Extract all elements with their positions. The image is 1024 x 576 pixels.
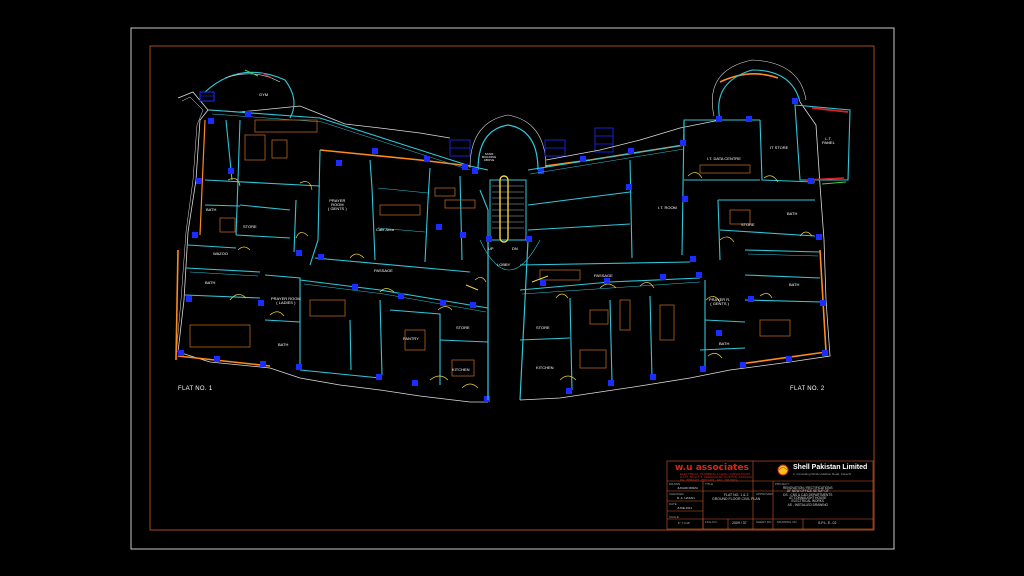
room-it-data-centre: I.T. DATA CENTRE — [707, 156, 741, 161]
date-label: DATE — [669, 502, 677, 506]
title-block — [666, 460, 874, 530]
title-label: TITLE — [705, 482, 714, 486]
flat-2-label: FLAT NO. 2 — [790, 386, 825, 392]
room-passage-left: PASSAGE — [374, 268, 393, 273]
room-bath-right-mid: BATH — [789, 282, 800, 287]
consultant-line-1: ELECTRICAL, PLUMBING & HVAC CONSULTANTS — [680, 472, 751, 476]
project-value: RENOVATION / RECTIFICATIONS OF NEW OFFIC… — [783, 486, 833, 507]
lift-dn-label: DN — [512, 246, 518, 251]
client-sub: 2, Consulting Winds Addition Road, Karac… — [793, 472, 852, 476]
room-lt-panel: L.T. PANEL — [822, 136, 835, 145]
left-wing — [175, 69, 490, 403]
drawing-value: S.P.L. E- 02 — [818, 521, 837, 525]
inner-border — [149, 45, 875, 531]
approved-label: APPROVED — [756, 492, 773, 496]
room-bath-left-top: BATH — [206, 207, 217, 212]
consultant-line-3: PH: 35863476, 35871403 - FAX: 35826954 — [680, 478, 738, 482]
lift-up-label: UP — [488, 246, 494, 251]
room-kitchen-left: KITCHEN — [452, 367, 470, 372]
room-bath-left-low: BATH — [278, 342, 289, 347]
room-passage-right: PASSAGE — [594, 273, 613, 278]
checked-value: R. A. HASAN — [677, 496, 695, 500]
room-store-center-left: STORE — [456, 325, 470, 330]
drawn-value: JUNAID MIRZA — [677, 486, 698, 490]
right-wing — [519, 59, 851, 401]
room-store-left: STORE — [243, 224, 257, 229]
outer-border — [130, 27, 895, 550]
room-kitchen-right: KITCHEN — [536, 365, 554, 370]
file-label: FILE NO. — [705, 520, 718, 524]
scale-label: SCALE — [669, 515, 679, 519]
room-store-right: STORE — [741, 222, 755, 227]
drawing-label: DRAWING NO. — [777, 520, 798, 524]
flat-1-label: FLAT NO. 1 — [178, 386, 213, 392]
room-gym: GYM — [259, 92, 269, 97]
central-lobby — [449, 114, 614, 401]
sheet-label: SHEET NO. — [756, 520, 773, 524]
drawn-label: DRAWN — [669, 482, 681, 486]
room-bath-right-low: BATH — [719, 341, 730, 346]
consultant-line-2: A-175, BLOCK 5, KEHKASHAN, CLIFTON, KARA… — [680, 475, 752, 479]
project-label: PROJECT — [775, 482, 790, 486]
date-value: JUNE 2011 — [677, 506, 693, 510]
room-wazoo: WAZOO — [213, 251, 228, 256]
room-prayer-ladies: PRAYER ROOM ( LADIES ) — [271, 296, 301, 305]
title-value: FLAT NO. 1 & 2 GROUND FLOOR CIVIL PLAN — [712, 493, 761, 501]
consultant-logo: w.u associates — [675, 463, 749, 473]
stair-label: STAIR BUILDING ABOVE — [482, 152, 497, 162]
room-pantry: PANTRY — [403, 336, 419, 341]
scale-value: 1" = 1'-0" — [678, 521, 691, 525]
shell-logo-icon — [777, 464, 789, 476]
client-name: Shell Pakistan Limited — [793, 464, 868, 471]
room-bath-right-top: BATH — [787, 211, 798, 216]
room-cafe: Cafe Area — [376, 227, 394, 232]
room-it-store: IT STORE — [770, 145, 789, 150]
file-value: 2009 / 37 — [732, 521, 747, 525]
room-it-room: I.T. ROOM — [658, 205, 677, 210]
checked-label: CHECKED — [669, 492, 684, 496]
room-store-center-right: STORE — [536, 325, 550, 330]
room-prayer-right: PRAYER R. ( GENTS ) — [709, 297, 731, 306]
room-bath-left-mid: BATH — [205, 280, 216, 285]
room-prayer-gents: PRAYER ROOM ( GENTS ) — [328, 198, 347, 211]
room-lobby: LOBBY — [497, 262, 511, 267]
